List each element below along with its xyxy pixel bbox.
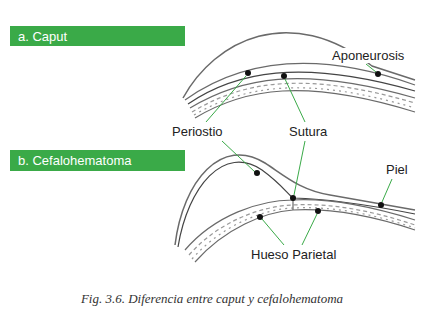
cefalo-bone-bottom xyxy=(195,210,415,262)
marker-dot xyxy=(254,170,260,176)
part-label: Sutura xyxy=(288,124,328,139)
cefalo-skin xyxy=(175,155,415,245)
leader-lines xyxy=(206,64,392,245)
section-bar: a. Caput xyxy=(10,26,185,46)
marker-dot xyxy=(290,195,296,201)
section-title: b. Cefalohematoma xyxy=(10,153,139,168)
part-label: Hueso Parietal xyxy=(250,247,337,262)
marker-dot xyxy=(281,73,287,79)
marker-dots xyxy=(245,70,384,220)
leader-line xyxy=(382,179,392,202)
cephalohematoma-layers xyxy=(175,155,415,262)
leader-line xyxy=(285,79,305,122)
leader-line xyxy=(294,141,305,195)
marker-dot xyxy=(375,71,381,77)
leader-line xyxy=(302,214,317,245)
marker-dot xyxy=(315,208,321,214)
marker-dot xyxy=(257,214,263,220)
section-title: a. Caput xyxy=(10,29,75,44)
part-label: Aponeurosis xyxy=(331,48,405,63)
caput-layers xyxy=(183,33,415,118)
part-label: Piel xyxy=(385,162,409,177)
leader-line xyxy=(262,219,284,245)
leader-line xyxy=(366,64,376,72)
marker-dot xyxy=(378,202,384,208)
figure-caption: Fig. 3.6. Diferencia entre caput y cefal… xyxy=(0,291,424,307)
part-label: Periostio xyxy=(171,124,224,139)
leader-line xyxy=(222,141,255,172)
caput-bone-hatch xyxy=(194,88,415,115)
section-bar: b. Cefalohematoma xyxy=(10,150,185,171)
leader-line xyxy=(206,76,246,122)
marker-dot xyxy=(245,70,251,76)
cefalo-bone-top xyxy=(185,200,415,250)
